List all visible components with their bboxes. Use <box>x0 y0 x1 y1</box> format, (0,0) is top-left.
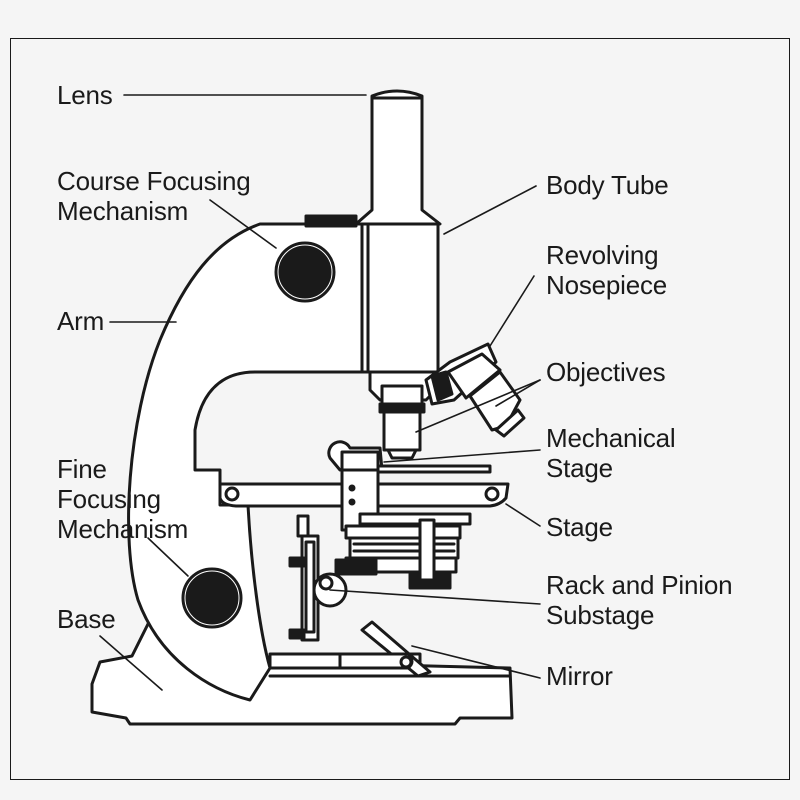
leader-rack <box>329 589 541 605</box>
leader-fine <box>147 537 189 577</box>
leader-base <box>99 635 163 691</box>
label-mechanical-stage: Mechanical Stage <box>546 423 676 483</box>
slide <box>376 464 492 474</box>
leader-body-tube <box>443 185 537 235</box>
substage-mount-1 <box>288 556 306 568</box>
body-tube-shape <box>360 222 440 374</box>
condenser-mid <box>348 536 460 560</box>
label-stage: Stage <box>546 512 613 542</box>
leader-mirror <box>411 645 541 679</box>
label-revolving-nosepiece: Revolving Nosepiece <box>546 240 668 300</box>
gear-left <box>334 558 378 576</box>
fine-knob <box>185 571 239 625</box>
pinion-hub <box>318 575 334 591</box>
stage-hole-right <box>484 486 500 502</box>
label-body-tube: Body Tube <box>546 170 669 200</box>
course-knob <box>278 245 332 299</box>
leader-mech-stage <box>383 449 541 463</box>
label-fine-focusing-mechanism: Fine Focusing Mechanism <box>57 454 189 544</box>
objective-angled-band <box>430 370 454 402</box>
label-base: Base <box>57 604 116 634</box>
label-objectives: Objectives <box>546 357 666 387</box>
label-mirror: Mirror <box>546 661 613 691</box>
screw-2 <box>348 498 356 506</box>
arm-top-block <box>304 214 358 228</box>
substage-mount-2 <box>288 628 306 640</box>
objective-vertical <box>382 410 422 452</box>
condenser-upper <box>344 524 462 540</box>
mirror-pivot <box>399 655 413 669</box>
eyepiece-shape <box>354 89 442 226</box>
screw-1 <box>348 484 356 492</box>
leader-objectives-2 <box>495 379 541 407</box>
label-course-focusing-mechanism: Course Focusing Mechanism <box>57 166 251 226</box>
condenser-post <box>418 518 436 582</box>
label-lens: Lens <box>57 80 113 110</box>
objective-vertical-tip <box>386 448 418 460</box>
stage-hole-left <box>224 486 240 502</box>
leader-nosepiece <box>489 275 535 347</box>
leader-course <box>209 199 277 249</box>
leader-stage <box>505 503 541 527</box>
objective-angled-2 <box>446 352 502 400</box>
leader-objectives-1 <box>415 379 541 433</box>
objective-angled-tip <box>494 408 526 438</box>
stage-under-plate <box>358 512 472 526</box>
substage-bracket <box>296 514 310 538</box>
label-rack-and-pinion-substage: Rack and Pinion Substage <box>546 570 733 630</box>
label-arm: Arm <box>57 306 105 336</box>
leader-lines <box>99 94 541 691</box>
